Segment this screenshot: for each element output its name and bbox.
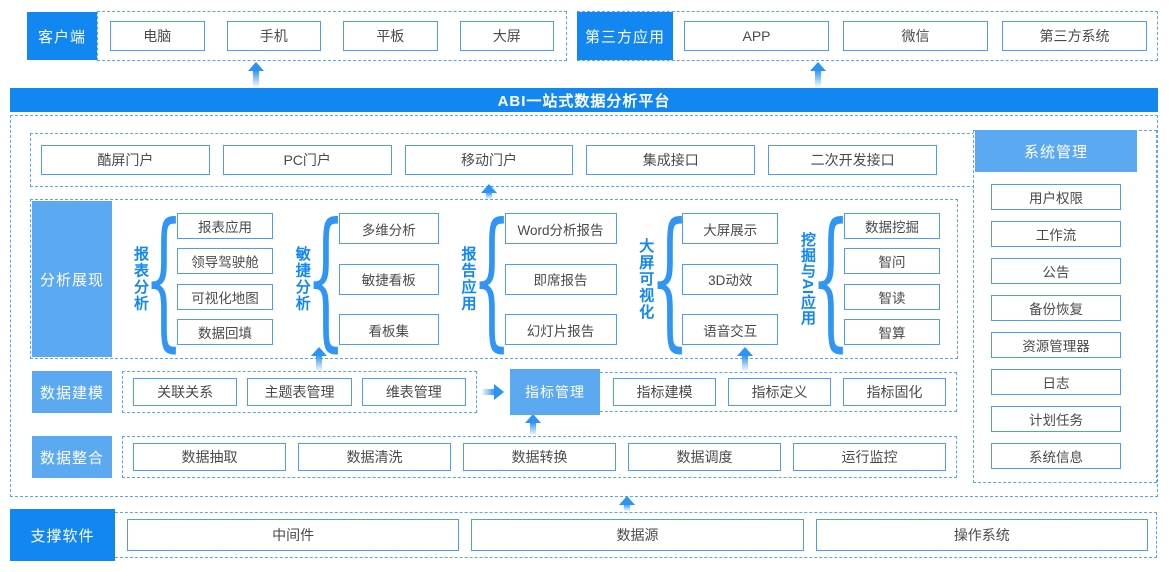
portal-box: PC门户 <box>222 145 392 175</box>
brace-icon: { <box>810 192 852 366</box>
support-panel: 中间件 数据源 操作系统 <box>10 512 1157 558</box>
system-box: 资源管理器 <box>991 332 1121 358</box>
analysis-item-box: 智算 <box>844 318 940 345</box>
analysis-group-ai: 挖掘与AI应用 { 数据挖掘 智问 智读 智算 <box>797 192 940 366</box>
modeling-label: 数据建模 <box>32 371 112 413</box>
brace-icon: { <box>471 192 512 366</box>
analysis-item-box: 报表应用 <box>177 213 273 239</box>
third-party-box: 微信 <box>843 21 988 51</box>
integration-box: 数据清洗 <box>298 443 451 471</box>
support-box: 操作系统 <box>815 519 1148 551</box>
analysis-item-box: 智读 <box>844 283 940 310</box>
arrow-up-icon <box>525 414 541 435</box>
integration-box: 数据调度 <box>628 443 781 471</box>
client-device-box: 大屏 <box>459 21 554 51</box>
integration-box: 运行监控 <box>793 443 946 471</box>
analysis-item-box: Word分析报告 <box>504 213 617 244</box>
indicator-highlight-label: 指标管理 <box>510 369 600 415</box>
analysis-group-name: 报告应用 <box>459 246 477 312</box>
support-label: 支撑软件 <box>10 509 115 561</box>
analysis-group-reporting: 报告应用 { Word分析报告 即席报告 幻灯片报告 <box>458 192 617 366</box>
arrow-right-icon <box>482 384 504 400</box>
brace-icon: { <box>143 192 185 366</box>
analysis-group-report: 报表分析 { 报表应用 领导驾驶舱 可视化地图 数据回填 <box>130 192 273 366</box>
analysis-group-name: 报表分析 <box>132 246 149 312</box>
arrow-up-icon <box>619 496 635 511</box>
support-box: 中间件 <box>127 519 460 551</box>
analysis-item-box: 数据挖掘 <box>844 213 940 239</box>
client-devices-panel: 电脑 手机 平板 大屏 <box>97 11 567 61</box>
analysis-groups: 报表分析 { 报表应用 领导驾驶舱 可视化地图 数据回填 敏捷分析 { 多维分析… <box>114 199 956 359</box>
system-box: 系统信息 <box>991 443 1121 469</box>
arrow-up-icon <box>311 347 327 371</box>
arrow-up-icon <box>248 62 264 87</box>
arrow-up-icon <box>481 184 497 199</box>
analysis-item-box: 即席报告 <box>504 263 617 295</box>
indicator-box: 指标建模 <box>613 378 716 406</box>
system-items: 用户权限 工作流 公告 备份恢复 资源管理器 日志 计划任务 系统信息 <box>991 184 1121 469</box>
analysis-group-agile: 敏捷分析 { 多维分析 敏捷看板 看板集 <box>292 192 439 366</box>
system-label: 系统管理 <box>975 130 1137 172</box>
analysis-item-box: 多维分析 <box>338 213 439 244</box>
analysis-item-box: 领导驾驶舱 <box>177 248 273 275</box>
integration-box: 数据转换 <box>463 443 616 471</box>
analysis-item-box: 智问 <box>844 248 940 275</box>
analysis-group-bigscreen: 大屏可视化 { 大屏展示 3D动效 语音交互 <box>635 192 779 366</box>
integration-panel: 数据抽取 数据清洗 数据转换 数据调度 运行监控 <box>122 436 957 478</box>
brace-icon: { <box>649 192 690 366</box>
system-box: 公告 <box>991 258 1121 284</box>
platform-title-banner: ABI一站式数据分析平台 <box>10 88 1158 112</box>
analysis-group-name: 敏捷分析 <box>293 246 311 312</box>
indicator-box: 指标定义 <box>728 378 831 406</box>
analysis-item-box: 看板集 <box>338 314 439 345</box>
portal-box: 集成接口 <box>586 145 756 175</box>
analysis-item-box: 敏捷看板 <box>338 263 439 295</box>
modeling-box: 维表管理 <box>361 378 466 406</box>
portal-box: 二次开发接口 <box>768 145 937 175</box>
analysis-item-box: 数据回填 <box>177 318 273 345</box>
indicator-box: 指标固化 <box>843 378 946 406</box>
portal-box: 酷屏门户 <box>41 145 210 175</box>
modeling-panel: 关联关系 主题表管理 维表管理 <box>122 371 477 413</box>
system-box: 日志 <box>991 369 1121 395</box>
portal-box: 移动门户 <box>404 145 574 175</box>
client-device-box: 手机 <box>226 21 321 51</box>
third-party-label: 第三方应用 <box>577 12 673 60</box>
system-box: 工作流 <box>991 221 1121 247</box>
analysis-item-box: 幻灯片报告 <box>504 314 617 345</box>
client-device-box: 电脑 <box>110 21 205 51</box>
analysis-item-box: 大屏展示 <box>682 213 779 244</box>
system-box: 用户权限 <box>991 184 1121 210</box>
client-device-box: 平板 <box>343 21 438 51</box>
third-party-panel: APP 微信 第三方系统 <box>577 11 1158 61</box>
analysis-label: 分析展现 <box>32 201 112 357</box>
third-party-box: 第三方系统 <box>1002 21 1147 51</box>
system-box: 备份恢复 <box>991 295 1121 321</box>
system-box: 计划任务 <box>991 406 1121 432</box>
portal-panel: 酷屏门户 PC门户 移动门户 集成接口 二次开发接口 <box>30 133 1030 187</box>
brace-icon: { <box>305 192 346 366</box>
integration-label: 数据整合 <box>32 436 112 478</box>
analysis-group-name: 大屏可视化 <box>637 237 655 321</box>
third-party-box: APP <box>684 21 829 51</box>
support-box: 数据源 <box>471 519 804 551</box>
analysis-item-box: 3D动效 <box>682 263 779 295</box>
modeling-box: 关联关系 <box>133 378 238 406</box>
analysis-item-box: 可视化地图 <box>177 283 273 310</box>
modeling-box: 主题表管理 <box>247 378 352 406</box>
analysis-group-name: 挖掘与AI应用 <box>799 232 816 326</box>
analysis-item-box: 语音交互 <box>682 314 779 345</box>
integration-box: 数据抽取 <box>133 443 286 471</box>
client-label: 客户端 <box>27 12 97 60</box>
arrow-up-icon <box>810 62 826 87</box>
arrow-up-icon <box>737 347 753 371</box>
